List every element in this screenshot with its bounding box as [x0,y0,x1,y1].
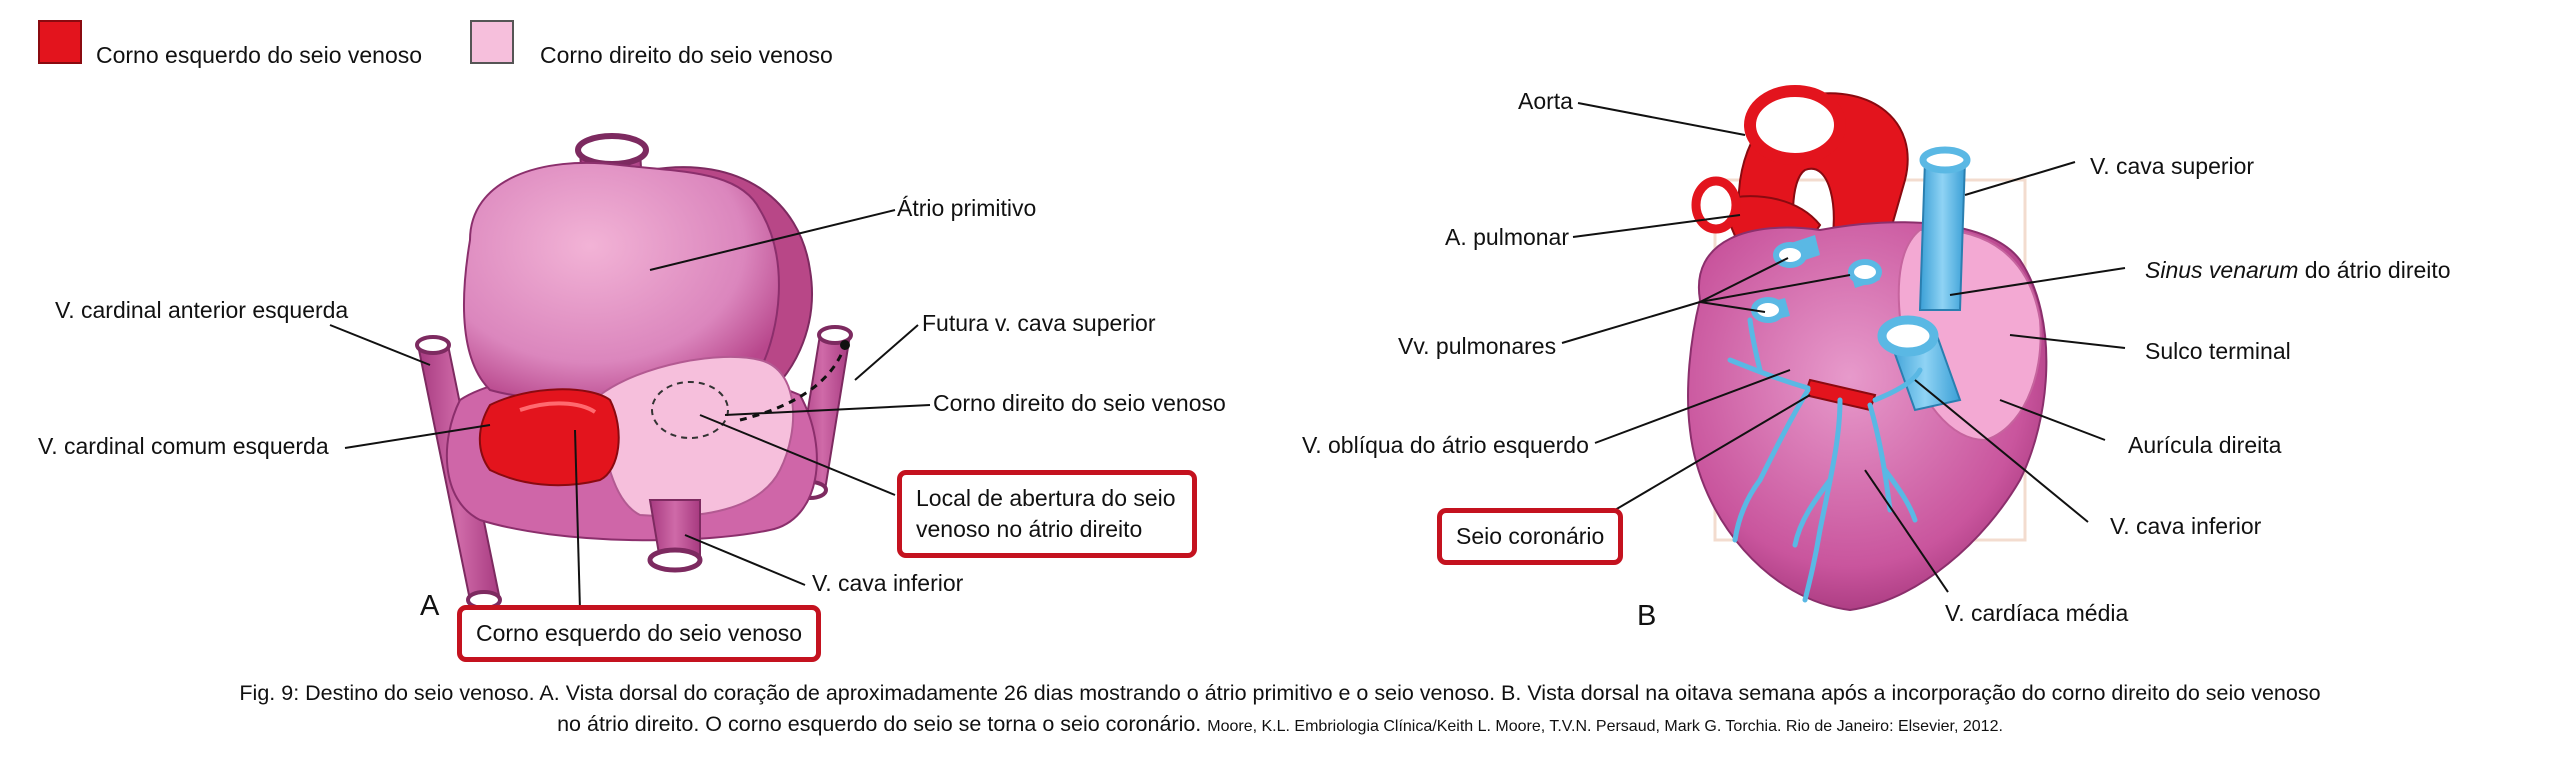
legend-label-right-horn: Corno direito do seio venoso [540,42,833,68]
left-cardinal-vein-opening [415,335,451,355]
caption-line-2: no átrio direito. O corno esquerdo do se… [557,712,1202,737]
label-v-cardiaca-media: V. cardíaca média [1945,600,2129,626]
label-futura-cava: Futura v. cava superior [922,310,1156,336]
label-v-obliqua: V. oblíqua do átrio esquerdo [1302,432,1589,458]
label-auricula-direita: Aurícula direita [2128,432,2282,458]
label-corno-esquerdo: Corno esquerdo do seio venoso [457,605,822,663]
label-v-cardinal-anterior: V. cardinal anterior esquerda [55,297,349,323]
panel-a-heart [415,133,853,610]
aorta-opening [1744,85,1846,165]
left-horn [478,388,620,487]
label-vv-pulmonares: Vv. pulmonares [1398,333,1557,359]
panel-a-letter: A [420,590,440,622]
label-sulco-terminal: Sulco terminal [2145,338,2291,364]
label-atrio-primitivo: Átrio primitivo [897,195,1037,221]
caption-line-2-wrap: no átrio direito. O corno esquerdo do se… [0,709,2560,740]
label-local-abertura: Local de abertura do seio venoso no átri… [897,470,1197,559]
label-v-cardinal-comum: V. cardinal comum esquerda [38,433,329,459]
label-v-cava-inferior-b: V. cava inferior [2110,513,2262,539]
label-aorta: Aorta [1518,88,1573,114]
legend-swatch-left-horn [38,20,82,64]
label-corno-direito: Corno direito do seio venoso [933,390,1226,416]
figure-caption: Fig. 9: Destino do seio venoso. A. Vista… [0,678,2560,740]
label-seio-coronario: Seio coronário [1437,508,1624,566]
panel-b-leaders [1561,102,2126,593]
caption-line-1: Fig. 9: Destino do seio venoso. A. Vista… [239,681,2321,705]
panel-a-leaders [329,209,931,611]
primitive-atrium [463,161,780,402]
label-a-pulmonar: A. pulmonar [1445,224,1570,250]
label-v-cava-inferior-a: V. cava inferior [812,570,964,596]
caption-reference: Moore, K.L. Embriologia Clínica/Keith L.… [1207,718,2003,736]
label-sinus-venarum-italic: Sinus venarum [2145,257,2299,283]
label-sinus-venarum-rest: do átrio direito [2298,257,2451,283]
right-horn [598,355,795,518]
future-svc-path [739,344,847,422]
legend-label-left-horn: Corno esquerdo do seio venoso [96,42,423,68]
label-v-cava-superior: V. cava superior [2090,153,2255,179]
panel-b-heart [1687,85,2048,612]
panel-b-letter: B [1637,600,1657,632]
sinus-opening-site [651,381,729,439]
svc [1918,159,1967,311]
legend-swatch-right-horn [470,20,514,64]
label-sinus-venarum: Sinus venarum do átrio direito [2145,257,2451,285]
